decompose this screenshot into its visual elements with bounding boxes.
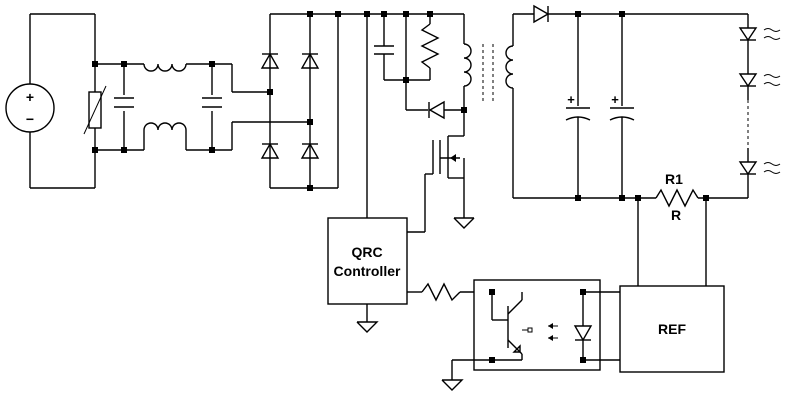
primary-clamp [366, 14, 464, 218]
varistor [83, 14, 107, 188]
mosfet-switch [407, 135, 475, 233]
resistor-r1-label: R1 [665, 171, 683, 187]
emi-filter [95, 63, 310, 151]
cap1-plus-sign: + [567, 92, 575, 107]
secondary-output: + + R1 R [513, 4, 748, 223]
cap2-plus-sign: + [611, 92, 619, 107]
led-string [738, 14, 781, 198]
resistor-r-label: R [671, 207, 681, 223]
controller-label-line2: Controller [334, 263, 401, 279]
controller-label-line1: QRC [351, 244, 382, 260]
ac-source: + − [5, 13, 95, 189]
source-minus-sign: − [26, 111, 34, 127]
ref-block: REF [619, 198, 725, 373]
ref-label: REF [658, 321, 686, 337]
optocoupler [441, 279, 620, 391]
flyback-transformer [463, 14, 514, 198]
junction-dots [92, 11, 709, 363]
source-plus-sign: + [26, 89, 34, 105]
qrc-controller-block: QRC Controller [327, 217, 492, 333]
